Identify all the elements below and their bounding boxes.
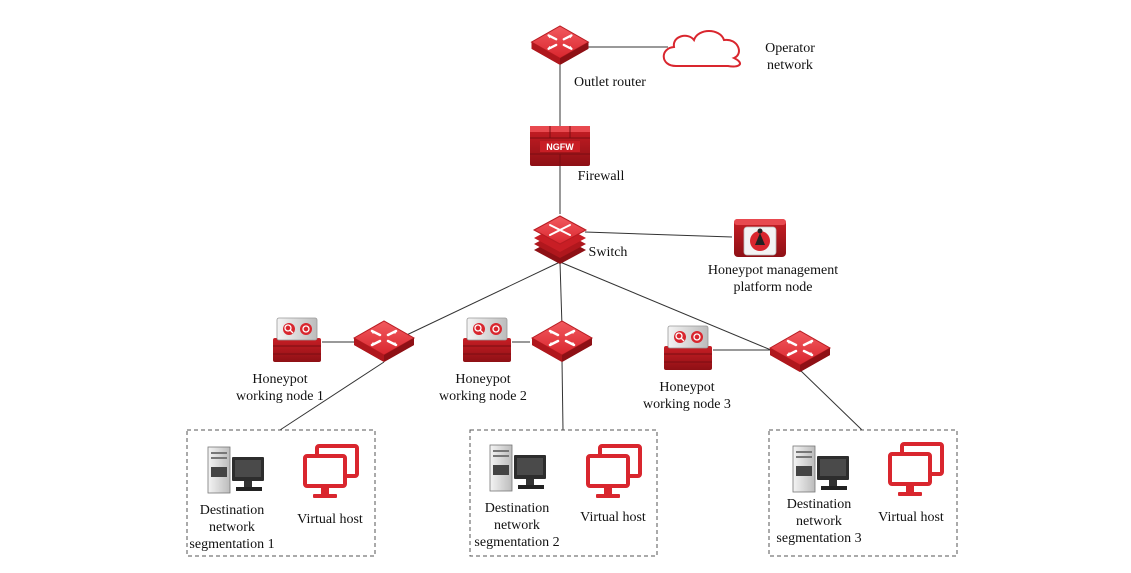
destination-pc-1-icon bbox=[207, 446, 265, 494]
link-router3-seg3 bbox=[799, 369, 863, 431]
link-switch-router3 bbox=[559, 261, 772, 351]
virtual-host-2-label: Virtual host bbox=[580, 510, 646, 525]
virtual-host-2-icon bbox=[586, 444, 642, 500]
link-router2-seg2 bbox=[561, 359, 564, 431]
firewall-label: Firewall bbox=[577, 169, 625, 184]
virtual-host-3-icon bbox=[888, 442, 944, 498]
firewall-icon: NGFW bbox=[530, 126, 590, 166]
honeypot-node-3-label: Honeypot working node 3 bbox=[643, 380, 731, 412]
destination-pc-2-icon bbox=[489, 444, 547, 492]
connection-lines bbox=[279, 46, 863, 431]
management-node-label: Honeypot management platform node bbox=[707, 263, 839, 295]
link-switch-router2 bbox=[559, 261, 563, 328]
honeypot-node-2-icon bbox=[462, 317, 512, 363]
link-switch-mgmt bbox=[584, 231, 733, 238]
segmentation-3-label: Destination network segmentation 3 bbox=[776, 497, 862, 546]
virtual-host-1-label: Virtual host bbox=[297, 512, 363, 527]
honeypot-node-2-label: Honeypot working node 2 bbox=[439, 372, 527, 404]
working-router-1-icon bbox=[352, 319, 416, 364]
working-router-2-icon bbox=[530, 319, 594, 364]
honeypot-node-1-icon bbox=[272, 317, 322, 363]
destination-pc-3-icon bbox=[792, 445, 850, 493]
honeypot-node-1-label: Honeypot working node 1 bbox=[236, 372, 324, 404]
outlet-router-icon bbox=[530, 24, 590, 67]
segmentation-box-2 bbox=[469, 429, 658, 557]
link-router1-seg1 bbox=[279, 361, 385, 431]
outlet-router-label: Outlet router bbox=[574, 75, 646, 90]
segmentation-2-label: Destination network segmentation 2 bbox=[474, 501, 560, 550]
segmentation-box-1 bbox=[186, 429, 376, 557]
firewall-badge: NGFW bbox=[546, 142, 574, 152]
working-router-3-icon bbox=[768, 329, 832, 374]
virtual-host-3-label: Virtual host bbox=[878, 510, 944, 525]
virtual-host-1-icon bbox=[303, 444, 359, 500]
switch-icon bbox=[532, 215, 588, 264]
segmentation-1-label: Destination network segmentation 1 bbox=[189, 503, 275, 552]
segmentation-box-3 bbox=[768, 429, 958, 557]
cloud-icon bbox=[662, 30, 742, 68]
honeypot-node-3-icon bbox=[663, 325, 713, 371]
operator-network-label: Operator network bbox=[765, 41, 815, 73]
management-node-icon bbox=[734, 219, 786, 257]
link-switch-router1 bbox=[393, 261, 561, 342]
switch-label: Switch bbox=[588, 245, 628, 260]
